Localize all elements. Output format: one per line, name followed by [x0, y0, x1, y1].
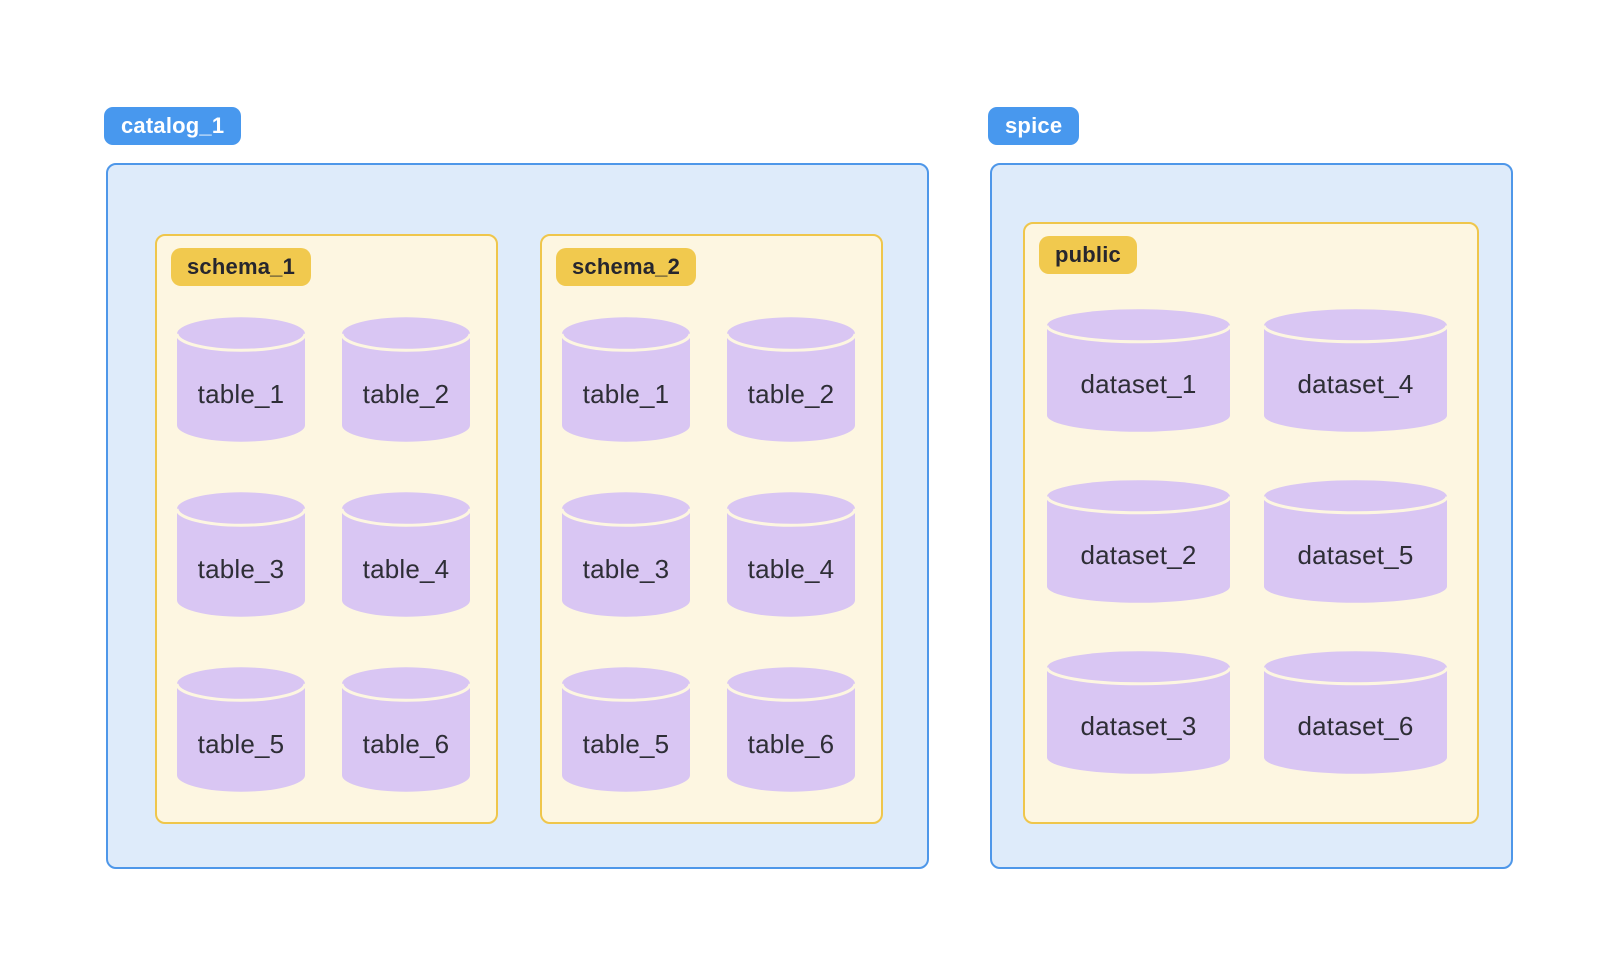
dataset-node: dataset_4: [1264, 308, 1447, 433]
table-node: table_5: [177, 666, 305, 793]
dataset-label: dataset_4: [1297, 369, 1414, 400]
table-label: table_1: [582, 378, 670, 409]
table-label: table_2: [362, 378, 450, 409]
dataset-label: dataset_6: [1297, 711, 1414, 742]
dataset-label: dataset_5: [1297, 540, 1414, 571]
database-cylinder-icon: [1047, 309, 1230, 432]
dataset-node: dataset_3: [1047, 650, 1230, 775]
database-cylinder-icon: [177, 667, 305, 792]
dataset-label: dataset_1: [1080, 369, 1197, 400]
table-label: table_1: [197, 378, 285, 409]
dataset-node: dataset_5: [1264, 479, 1447, 604]
database-cylinder-icon: [342, 667, 470, 792]
database-cylinder-icon: [727, 317, 855, 442]
database-cylinder-icon: [1047, 480, 1230, 603]
spice-badge: spice: [988, 107, 1080, 145]
database-cylinder-icon: [1264, 480, 1447, 603]
dataset-node: dataset_2: [1047, 479, 1230, 604]
table-node: table_6: [727, 666, 855, 793]
table-label: table_4: [362, 553, 450, 584]
table-node: table_3: [562, 491, 690, 618]
dataset-node: dataset_1: [1047, 308, 1230, 433]
database-cylinder-icon: [177, 492, 305, 617]
table-label: table_4: [747, 553, 835, 584]
table-label: table_6: [747, 728, 835, 759]
schema-badge: public: [1039, 236, 1137, 274]
schema-badge: schema_2: [556, 248, 697, 286]
table-node: table_5: [562, 666, 690, 793]
dataset-node: dataset_6: [1264, 650, 1447, 775]
database-cylinder-icon: [342, 317, 470, 442]
table-label: table_3: [582, 553, 670, 584]
table-node: table_3: [177, 491, 305, 618]
table-grid: table_1 table_2 table_3: [562, 316, 855, 793]
database-cylinder-icon: [1047, 651, 1230, 774]
table-node: table_2: [342, 316, 470, 443]
catalog-badge: catalog_1: [104, 107, 242, 145]
database-cylinder-icon: [342, 492, 470, 617]
database-cylinder-icon: [562, 667, 690, 792]
table-label: table_5: [197, 728, 285, 759]
table-node: table_2: [727, 316, 855, 443]
schema-box-public: public dataset_1 dataset_4: [1023, 222, 1479, 824]
database-cylinder-icon: [727, 667, 855, 792]
table-grid: table_1 table_2 table_3: [177, 316, 470, 793]
database-cylinder-icon: [1264, 651, 1447, 774]
dataset-grid: dataset_1 dataset_4 dataset_2: [1047, 308, 1447, 775]
table-node: table_1: [562, 316, 690, 443]
table-node: table_4: [342, 491, 470, 618]
table-node: table_1: [177, 316, 305, 443]
dataset-label: dataset_2: [1080, 540, 1197, 571]
table-label: table_6: [362, 728, 450, 759]
schema-box-schema-2: schema_2 table_1 table_2: [540, 234, 883, 824]
table-label: table_3: [197, 553, 285, 584]
database-cylinder-icon: [177, 317, 305, 442]
table-node: table_6: [342, 666, 470, 793]
database-cylinder-icon: [562, 317, 690, 442]
database-cylinder-icon: [562, 492, 690, 617]
table-label: table_2: [747, 378, 835, 409]
database-cylinder-icon: [1264, 309, 1447, 432]
catalog-container: schema_1 table_1 table_2: [106, 163, 929, 869]
table-node: table_4: [727, 491, 855, 618]
dataset-label: dataset_3: [1080, 711, 1197, 742]
schema-badge: schema_1: [171, 248, 312, 286]
database-cylinder-icon: [727, 492, 855, 617]
table-label: table_5: [582, 728, 670, 759]
spice-container: public dataset_1 dataset_4: [990, 163, 1513, 869]
schema-box-schema-1: schema_1 table_1 table_2: [155, 234, 498, 824]
